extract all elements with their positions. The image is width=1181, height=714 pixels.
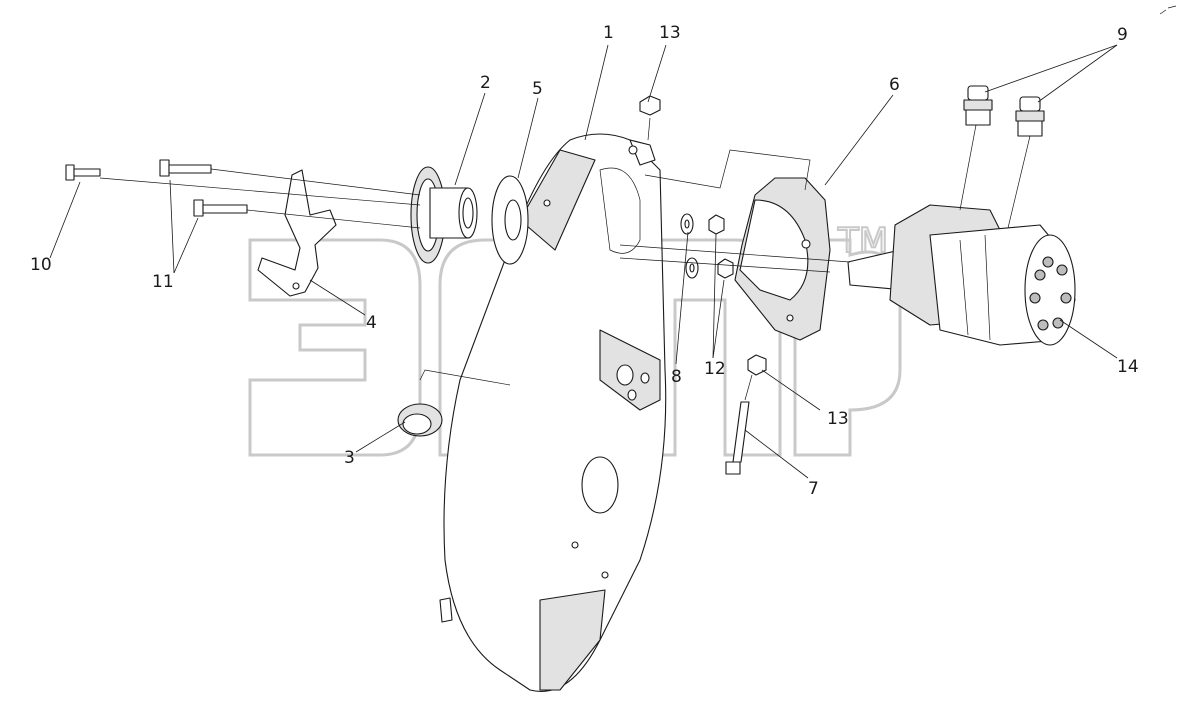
washer-part-8-upper <box>680 213 694 235</box>
nut-part-13-lower <box>747 354 767 376</box>
callout-14: 14 <box>1117 357 1139 377</box>
callout-12: 12 <box>704 359 726 379</box>
callout-3: 3 <box>344 448 355 468</box>
callout-1: 1 <box>603 23 614 43</box>
callout-2: 2 <box>480 73 491 93</box>
hydraulic-motor-part-14 <box>847 204 1076 346</box>
housing-part-1 <box>439 133 667 692</box>
callout-labels: 1 2 3 4 5 6 7 8 9 10 11 12 13 13 14 <box>30 23 1139 499</box>
bracket-part-4 <box>257 169 337 297</box>
leader-lines <box>49 44 1118 479</box>
nut-part-12-upper <box>708 214 725 235</box>
callout-6: 6 <box>889 75 900 95</box>
callout-7: 7 <box>808 479 819 499</box>
fitting-part-9-left <box>963 85 993 126</box>
callout-5: 5 <box>532 79 543 99</box>
gear-part-5 <box>491 175 529 265</box>
pin-part-7 <box>725 401 750 475</box>
bolt-part-11-lower <box>193 199 248 217</box>
assembly-axis-lines <box>99 117 1031 401</box>
callout-4: 4 <box>366 313 377 333</box>
corner-mark <box>1159 5 1177 15</box>
callout-13-lower: 13 <box>827 409 849 429</box>
seal-part-3 <box>397 403 443 437</box>
callout-13-top: 13 <box>659 23 681 43</box>
sprocket-part-2 <box>410 166 478 264</box>
fitting-part-9-right <box>1015 96 1045 137</box>
adapter-plate-part-6 <box>734 177 831 341</box>
callout-11: 11 <box>152 272 174 292</box>
bolt-part-11-upper <box>159 159 212 177</box>
bolt-part-10 <box>65 164 101 181</box>
callout-8: 8 <box>671 367 682 387</box>
callout-10: 10 <box>30 255 52 275</box>
nut-part-12-lower <box>717 258 734 279</box>
nut-part-13-top <box>639 95 661 116</box>
washer-part-8-lower <box>685 257 699 279</box>
callout-9: 9 <box>1117 25 1128 45</box>
